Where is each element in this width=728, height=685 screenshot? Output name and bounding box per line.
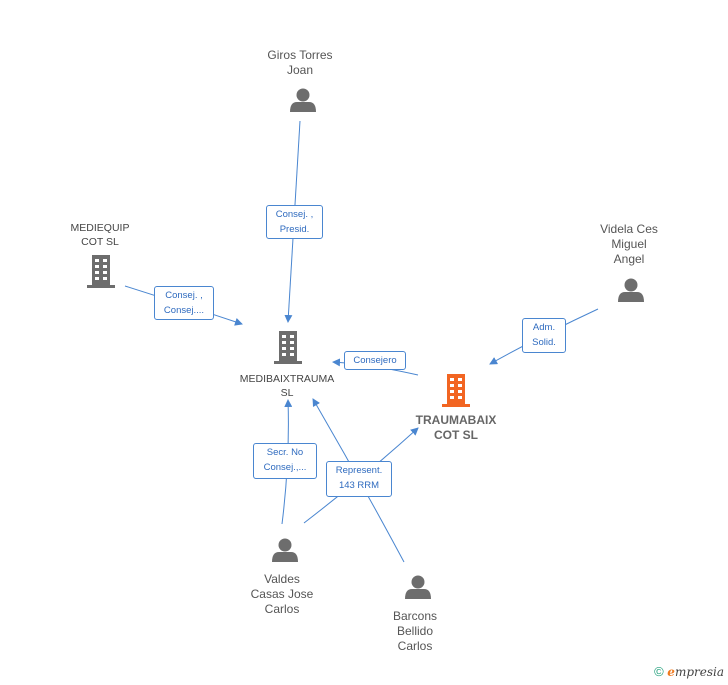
- barcons-person-icon[interactable]: [405, 575, 431, 600]
- edge-label-videla-traumabaix: Adm. Solid.: [522, 318, 566, 353]
- empresia-logo[interactable]: empresia: [667, 665, 724, 679]
- copyright-icon: ©: [654, 664, 664, 679]
- traumabaix-building-icon[interactable]: [442, 374, 470, 407]
- videla-person-icon[interactable]: [618, 278, 644, 303]
- giros-person-icon[interactable]: [290, 88, 316, 113]
- videla-label[interactable]: Videla Ces Miguel Angel: [600, 222, 658, 266]
- edge-label-valdes-traumabaix: Represent. 143 RRM: [326, 461, 392, 497]
- medibaix-building-icon[interactable]: [274, 331, 302, 364]
- mediequip-building-icon[interactable]: [87, 255, 115, 288]
- traumabaix-label[interactable]: TRAUMABAIX COT SL: [415, 413, 497, 442]
- mediequip-label[interactable]: MEDIEQUIP COT SL: [70, 222, 130, 248]
- edge-label-valdes-medibaix: Secr. No Consej.,...: [253, 443, 317, 479]
- copyright-footer: © empresia: [654, 664, 724, 679]
- edge-label-giros-medibaix: Consej. , Presid.: [266, 205, 323, 239]
- giros-label[interactable]: Giros Torres Joan: [267, 48, 333, 77]
- barcons-label[interactable]: Barcons Bellido Carlos: [392, 609, 438, 653]
- valdes-person-icon[interactable]: [272, 538, 298, 563]
- valdes-label[interactable]: Valdes Casas Jose Carlos: [250, 572, 314, 616]
- edge-label-traumabaix-medibaix: Consejero: [344, 351, 406, 370]
- medibaix-label[interactable]: MEDIBAIXTRAUMA SL: [239, 373, 335, 399]
- edge-label-mediequip-medibaix: Consej. , Consej....: [154, 286, 214, 320]
